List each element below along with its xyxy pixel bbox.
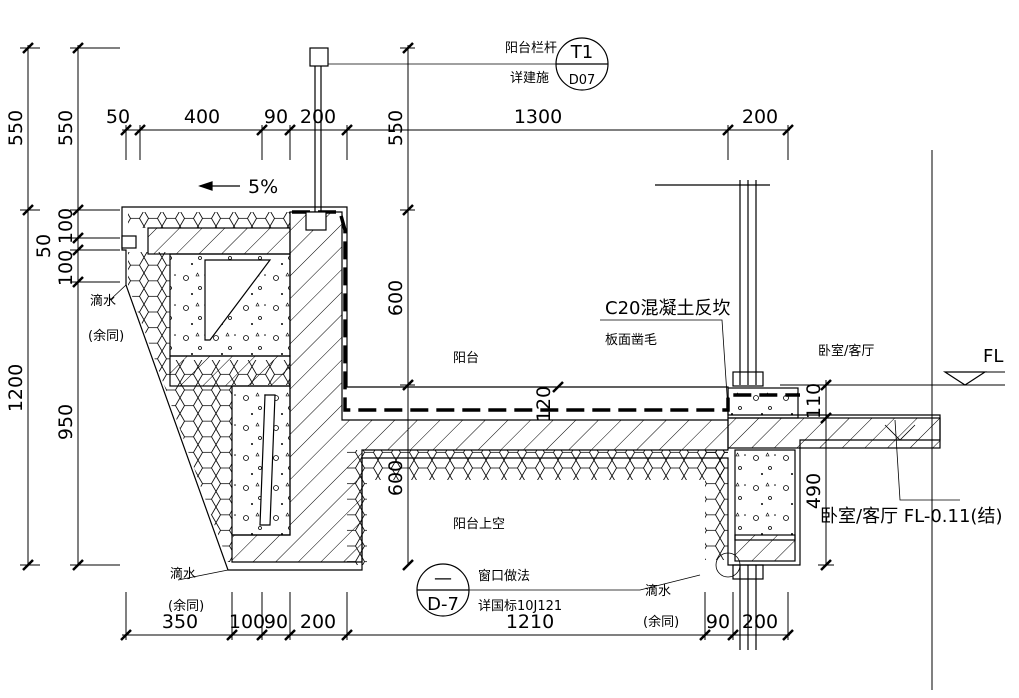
window-ref-label: 详国标10J121 <box>478 599 562 614</box>
dim-left-inner-50: 50 <box>33 234 55 258</box>
dim-right-110: 110 <box>803 383 825 419</box>
drip-right: 滴水 <box>645 583 671 599</box>
floor-slab <box>727 417 941 449</box>
same-right: (余同) <box>643 614 679 630</box>
dim-top-1300: 1300 <box>514 106 562 128</box>
dim-left-1200: 1200 <box>5 364 27 412</box>
dim-mid-600b: 600 <box>385 460 407 496</box>
dim-left-550: 550 <box>5 110 27 146</box>
railing-base <box>305 211 327 231</box>
dim-mid-550: 550 <box>385 110 407 146</box>
dim-bottom-100: 100 <box>229 611 265 633</box>
dim-top-200: 200 <box>300 106 336 128</box>
insulation-outer <box>128 252 290 562</box>
insulation-top-cap <box>128 212 290 228</box>
concrete-soffit-lip <box>347 480 367 565</box>
fl-label: FL <box>983 346 1003 367</box>
drip-notch <box>121 235 137 249</box>
dim-top-50: 50 <box>106 106 130 128</box>
dim-bottom-200b: 200 <box>742 611 778 633</box>
dimension-ticks <box>22 42 832 641</box>
foam-taper-upper <box>204 259 272 341</box>
dim-top-400: 400 <box>184 106 220 128</box>
same-bottom: (余同) <box>168 598 204 614</box>
fl-marker <box>942 371 988 386</box>
dim-right-490: 490 <box>803 473 825 509</box>
dim-mid-600: 600 <box>385 280 407 316</box>
c20-label-2: 板面凿毛 <box>605 333 657 348</box>
window-upper <box>655 180 770 387</box>
dim-bottom-200: 200 <box>300 611 336 633</box>
structure <box>109 37 1005 690</box>
dim-top-200b: 200 <box>742 106 778 128</box>
dim-bottom-90b: 90 <box>706 611 730 633</box>
waterproof-membrane <box>292 210 800 412</box>
dim-bottom-1210: 1210 <box>506 611 554 633</box>
balcony-void-label: 阳台上空 <box>453 517 505 532</box>
c20-curb <box>727 387 799 419</box>
t1-top: T1 <box>570 42 593 63</box>
t1-bottom: D07 <box>569 73 596 88</box>
dim-slab-120: 120 <box>533 386 555 422</box>
wall-lower-right <box>734 449 796 541</box>
railing-post <box>309 47 329 67</box>
dim-top-90: 90 <box>264 106 288 128</box>
bedroom-lower-label: 卧室/客厅 FL-0.11(结) <box>820 506 1002 527</box>
d7-bottom: D-7 <box>427 594 459 615</box>
wall-lower-band <box>734 534 796 562</box>
insulation-soffit <box>347 450 728 480</box>
bedroom-upper-label: 卧室/客厅 <box>818 343 874 359</box>
dim-bottom-350: 350 <box>162 611 198 633</box>
concrete-coping <box>147 227 291 255</box>
dim-left-inner-100: 100 <box>55 208 77 244</box>
parapet-outline <box>121 206 941 571</box>
concrete-mid-band <box>169 355 291 387</box>
dim-bottom-90: 90 <box>264 611 288 633</box>
foam-block-lower <box>231 385 291 536</box>
drip-left: 滴水 <box>90 293 116 309</box>
window-detail-label: 窗口做法 <box>478 568 530 584</box>
dim-left-inner-950: 950 <box>55 404 77 440</box>
railing-label-2: 详建施 <box>510 71 549 86</box>
drip-bottom: 滴水 <box>170 566 196 582</box>
foam-taper-lower <box>259 394 276 526</box>
insulation-right-wall <box>705 450 728 560</box>
d7-top: — <box>434 568 452 589</box>
dim-left-inner-100b: 100 <box>55 250 77 286</box>
dim-left-inner-550: 550 <box>55 110 77 146</box>
window-lower <box>732 564 764 650</box>
balcony-label: 阳台 <box>453 351 479 366</box>
same-left: (余同) <box>88 328 124 344</box>
slope-label: 5% <box>248 176 278 198</box>
railing-label-1: 阳台栏杆 <box>505 41 557 56</box>
c20-label: C20混凝土反坎 <box>605 298 730 319</box>
